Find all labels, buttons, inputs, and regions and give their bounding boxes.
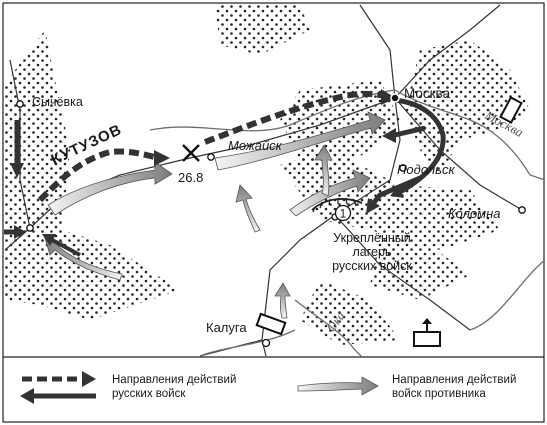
kutuzov-route — [37, 89, 396, 203]
legend-enemy-line2: войск противника — [392, 388, 486, 400]
camp-number-badge — [334, 204, 352, 222]
camp-label-line2: лагерь — [353, 245, 392, 259]
battle-mark-icon — [182, 144, 200, 162]
moscow-marker — [390, 93, 400, 103]
oka-river-east — [469, 259, 546, 331]
oka-river — [294, 299, 363, 358]
rivers — [149, 89, 546, 358]
russian-arrow-west — [394, 125, 426, 138]
legend-russian-line1: Направления действий — [112, 374, 236, 386]
enemy-arrow-to-podolsk — [289, 169, 371, 217]
camp-label-line3: русских войск — [332, 259, 412, 273]
legend-enemy-line1: Направления действий — [392, 374, 516, 386]
sychevka-label: Сычёвка — [32, 95, 83, 109]
enemy-arrow-north-2 — [314, 144, 333, 197]
sychevka-marker — [16, 100, 24, 108]
russian-arrow-moscow-south — [394, 97, 446, 195]
russian-arrows — [4, 97, 446, 257]
moskva-river-lower — [394, 89, 546, 181]
enemy-unit-legend-icon — [413, 331, 441, 347]
camp-number: 1 — [340, 209, 346, 221]
kolomna-marker — [518, 206, 526, 214]
enemy-arrows — [44, 111, 386, 319]
russian-arrow-retreat-east — [51, 238, 81, 257]
camp-label-line1: Укреплённый — [333, 231, 411, 245]
russian-arrow-podolsk — [370, 175, 421, 207]
forest-areas — [4, 5, 530, 345]
enemy-arrow-to-mozhaysk — [47, 161, 173, 216]
enemy-arrow-kaluga — [274, 282, 291, 319]
oka-river-west — [199, 329, 296, 357]
legend: Направления действий русских войск Напра… — [20, 371, 516, 404]
moscow-label: Москва — [404, 86, 451, 101]
battle-date-label: 26.8 — [178, 170, 203, 185]
enemy-unit-kaluga-icon — [255, 312, 287, 336]
enemy-arrow-to-moscow — [214, 111, 386, 171]
kaluga-label: Калуга — [206, 320, 247, 335]
legend-enemy-arrow — [297, 376, 379, 396]
roads — [4, 4, 523, 357]
mozhaysk-marker — [207, 153, 215, 161]
kaluga-marker — [261, 338, 271, 348]
mozhaysk-label: Можайск — [228, 138, 283, 153]
moskva-river-upper — [149, 89, 396, 132]
legend-russian-line2: русских войск — [112, 388, 186, 400]
podolsk-label: Подольск — [397, 162, 455, 177]
kolomna-label: Коломна — [448, 206, 500, 221]
podolsk-marker — [399, 164, 407, 172]
fortified-camp-ticks — [312, 197, 357, 213]
enemy-arrow-north-1 — [235, 184, 261, 233]
vyazma-marker — [26, 224, 34, 232]
enemy-unit-moscow-icon — [499, 96, 523, 124]
